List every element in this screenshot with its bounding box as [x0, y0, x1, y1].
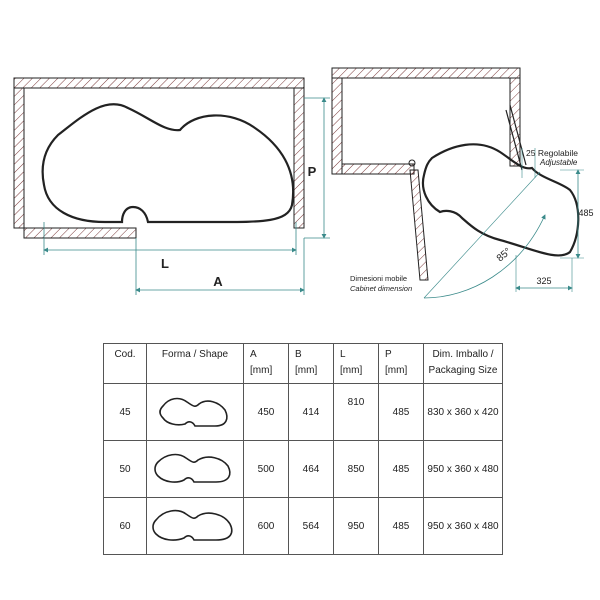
- cell-a: 450: [243, 383, 289, 441]
- cell-shape: [146, 497, 244, 555]
- cell-a: 600: [243, 497, 289, 555]
- label-adjustable-it: 25 Regolabile: [526, 148, 578, 158]
- cell-b: 464: [288, 440, 334, 498]
- cell-shape: [146, 440, 244, 498]
- label-P: P: [308, 164, 317, 179]
- cell-b: 564: [288, 497, 334, 555]
- header-cod: Cod.: [103, 343, 147, 384]
- header-b: B[mm]: [288, 343, 334, 384]
- cell-l: 950: [333, 497, 379, 555]
- label-A: A: [213, 274, 223, 289]
- open-door: [409, 169, 429, 281]
- label-cabinet-en: Cabinet dimension: [350, 284, 412, 293]
- table-row: 60 600 564 950 485 950 x 360 x 480: [103, 497, 503, 555]
- shape-icon: [152, 509, 233, 541]
- header-pack: Dim. Imballo /Packaging Size: [423, 343, 503, 384]
- label-L: L: [161, 256, 169, 271]
- shelf-outline: [41, 103, 295, 224]
- cell-pack: 950 x 360 x 480: [423, 440, 503, 498]
- spec-table: Cod. Forma / Shape A[mm] B[mm] L[mm] P[m…: [103, 343, 503, 555]
- rotation-arc: [423, 214, 546, 299]
- cell-shape: [146, 383, 244, 441]
- header-shape: Forma / Shape: [146, 343, 244, 384]
- shape-icon: [159, 397, 228, 427]
- cell-p: 485: [378, 497, 424, 555]
- table-row: 50 500 464 850 485 950 x 360 x 480: [103, 440, 503, 498]
- cell-cod: 60: [103, 497, 147, 555]
- cabinet-top-view: L A P: [13, 77, 330, 295]
- cabinet-open-view: 85° 25 Regolabile Adjustable 485 325 Dim…: [331, 67, 594, 299]
- table-row: 45 450 414 810 485 830 x 360 x 420: [103, 383, 503, 441]
- label-depth: 325: [536, 276, 551, 286]
- shape-icon: [154, 453, 231, 483]
- cabinet-wall-right: [293, 87, 305, 229]
- cell-p: 485: [378, 440, 424, 498]
- table-header-row: Cod. Forma / Shape A[mm] B[mm] L[mm] P[m…: [103, 343, 503, 384]
- cell-cod: 50: [103, 440, 147, 498]
- cell-a: 500: [243, 440, 289, 498]
- cabinet-wall-bottom: [23, 227, 137, 239]
- cabinet-wall-left-right: [331, 77, 343, 175]
- label-height: 485: [578, 208, 593, 218]
- header-l: L[mm]: [333, 343, 379, 384]
- cell-l: 810: [333, 383, 379, 441]
- cell-l: 850: [333, 440, 379, 498]
- cell-pack: 830 x 360 x 420: [423, 383, 503, 441]
- cell-pack: 950 x 360 x 480: [423, 497, 503, 555]
- shelf-outline-rotated: [421, 143, 580, 257]
- label-cabinet-it: Dimesioni mobile: [350, 274, 407, 283]
- cell-cod: 45: [103, 383, 147, 441]
- header-a: A[mm]: [243, 343, 289, 384]
- label-adjustable-en: Adjustable: [539, 158, 578, 167]
- cell-b: 414: [288, 383, 334, 441]
- label-angle: 85°: [495, 246, 514, 264]
- cabinet-wall-bottom-right: [341, 163, 415, 175]
- cabinet-wall-left: [13, 87, 25, 229]
- cell-p: 485: [378, 383, 424, 441]
- cabinet-wall-top: [13, 77, 305, 89]
- cabinet-wall-top-right: [331, 67, 521, 79]
- technical-drawing: L A P 85° 25 Regolabile Adjustable: [13, 67, 594, 299]
- header-p: P[mm]: [378, 343, 424, 384]
